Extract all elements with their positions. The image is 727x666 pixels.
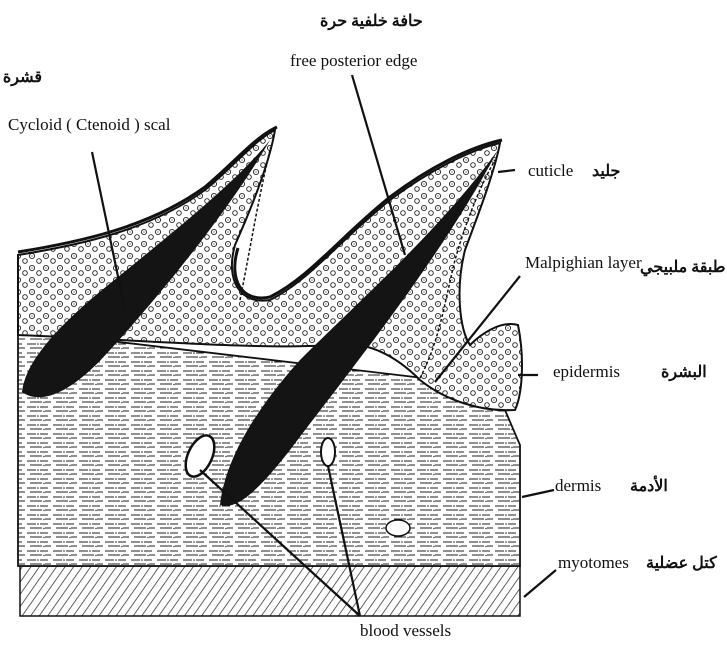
label-cuticle-arabic: جليد <box>592 163 621 180</box>
myotomes-layer <box>20 566 520 616</box>
dermis-inclusion <box>386 520 410 536</box>
label-scale-english: Cycloid ( Ctenoid ) scal <box>8 115 171 134</box>
label-myotomes-arabic: كتل عضلية <box>646 555 717 572</box>
label-dermis-arabic: الأدمة <box>630 475 668 495</box>
label-myotomes-english: myotomes <box>558 553 629 572</box>
label-edge-english: free posterior edge <box>290 51 417 70</box>
label-cuticle-english: cuticle <box>528 161 573 180</box>
label-epidermis-arabic: البشرة <box>661 364 707 382</box>
label-malpighian-arabic: طبقة ملبيجي <box>640 259 725 277</box>
label-epidermis-english: epidermis <box>553 362 620 381</box>
label-scale-arabic: قشرة دائرية ( مشطية ) <box>0 69 42 87</box>
label-blood-vessels: blood vessels <box>360 621 451 640</box>
label-malpighian-english: Malpighian layer <box>525 253 642 272</box>
label-edge-arabic: حافة خلفية حرة <box>320 13 423 31</box>
vessel-right <box>321 438 335 466</box>
label-dermis-english: dermis <box>555 476 601 495</box>
